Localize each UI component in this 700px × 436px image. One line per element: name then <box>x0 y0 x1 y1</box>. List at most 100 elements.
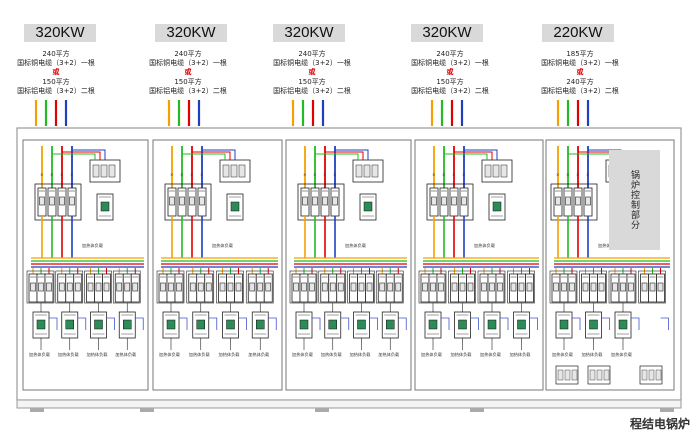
breaker-toggle <box>585 196 591 206</box>
load-label: 加热体负载 <box>159 351 181 358</box>
control-load-label: 加热体负载 <box>345 242 367 249</box>
panel-4: ××××加热体负载加热体负载加热体负载加热体负载加热体负载 <box>414 139 544 391</box>
load-label: 加热体负载 <box>378 351 400 358</box>
load-breaker-frame <box>84 270 112 304</box>
control-breaker-pole <box>92 164 100 178</box>
breaker-toggle <box>302 196 308 206</box>
breaker-toggle <box>197 282 204 292</box>
section-5-power: 220KW <box>542 24 614 42</box>
wire-cross: × <box>180 172 184 177</box>
breaker-toggle <box>467 282 474 292</box>
load-breaker-frame <box>448 270 476 304</box>
load-breaker-frame <box>608 270 637 304</box>
breaker-toggle <box>649 282 656 292</box>
control-wire <box>202 149 236 160</box>
breaker-toggle <box>39 196 45 206</box>
breaker-toggle <box>74 282 81 292</box>
load-breaker-frame <box>638 270 666 304</box>
breaker-toggle <box>132 282 139 292</box>
control-wire <box>62 151 101 160</box>
watermark: 程结电锅炉 <box>629 417 690 431</box>
breaker-toggle <box>30 282 36 292</box>
spec-line: 国标铝电缆（3+2）二根 <box>17 86 95 95</box>
breaker-toggle <box>189 196 195 206</box>
main-breaker-frame <box>426 183 474 221</box>
breaker-toggle <box>430 282 436 292</box>
load-label: 加热体负载 <box>451 351 473 358</box>
breaker-toggle <box>612 282 618 292</box>
breaker-toggle <box>526 282 533 292</box>
cabinet-foot <box>30 408 44 412</box>
contactor-indicator <box>36 319 46 330</box>
panel-1: ××××加热体负载加热体负载加热体负载加热体负载加热体负载 <box>22 139 149 391</box>
load-label: 加热体负载 <box>115 351 137 358</box>
load-label: 加热体负载 <box>292 351 314 358</box>
wire-cross: × <box>442 172 446 177</box>
aux-breaker-pole <box>557 369 564 381</box>
wire-cross: × <box>60 172 64 177</box>
breaker-toggle <box>350 282 357 292</box>
cabinet-foot <box>660 408 674 412</box>
cabinet-base <box>16 399 682 409</box>
breaker-toggle <box>575 196 581 206</box>
breaker-toggle <box>257 282 264 292</box>
control-loop <box>441 317 450 330</box>
control-wire <box>568 153 612 160</box>
breaker-toggle <box>641 282 648 292</box>
aux-breaker-pole <box>655 369 662 381</box>
breaker-toggle <box>219 282 226 292</box>
boiler-control-label: 锅炉控制部分 <box>629 170 639 230</box>
wire-cross: × <box>70 172 74 177</box>
aux-breaker-pole <box>596 369 603 381</box>
section-4-cable-spec: 240平方 国标铜电缆（3+2）一根 或 150平方 国标铝电缆（3+2）二根 <box>375 50 525 96</box>
contactor-indicator <box>100 201 110 212</box>
control-wire <box>182 153 226 160</box>
control-wire <box>325 151 364 160</box>
control-breaker-pole <box>238 164 246 178</box>
spec-line: 国标铜电缆（3+2）一根 <box>541 59 619 68</box>
control-load-label: 加热体负载 <box>82 242 104 249</box>
main-breaker-frame <box>164 183 212 221</box>
load-breaker-frame <box>579 270 607 304</box>
control-wire <box>72 149 106 160</box>
control-loop <box>49 317 58 330</box>
breaker-toggle <box>657 282 664 292</box>
spec-line: 240平方 <box>42 50 70 58</box>
load-label: 加热体负载 <box>248 351 270 358</box>
control-wire <box>52 153 96 160</box>
aux-breaker-pole <box>603 369 610 381</box>
load-breaker-frame <box>216 270 244 304</box>
breaker-toggle <box>459 282 466 292</box>
boiler-control-block: 锅炉控制部分 <box>609 150 660 250</box>
control-loop <box>470 317 479 330</box>
breaker-toggle <box>481 282 487 292</box>
load-label: 加热体负载 <box>321 351 343 358</box>
breaker-toggle <box>205 282 212 292</box>
breaker-toggle <box>160 282 166 292</box>
spec-or: 或 <box>52 68 60 77</box>
breaker-toggle <box>431 196 437 206</box>
aux-breaker-pole <box>648 369 655 381</box>
load-breaker-frame <box>156 270 185 304</box>
control-loop <box>179 317 188 330</box>
load-label: 加热体负载 <box>58 351 80 358</box>
cabinet-foot <box>315 408 329 412</box>
spec-line: 国标铜电缆（3+2）一根 <box>273 59 351 68</box>
wire-cross: × <box>313 172 317 177</box>
control-loop <box>631 317 640 330</box>
section-1-power: 320KW <box>24 24 96 42</box>
control-breaker-pole <box>500 164 508 178</box>
control-breaker-pole <box>492 164 500 178</box>
load-label: 加热体负载 <box>582 351 604 358</box>
breaker-toggle <box>628 282 634 292</box>
control-load-label: 加热体负载 <box>474 242 496 249</box>
breaker-toggle <box>95 282 102 292</box>
breaker-toggle <box>451 282 458 292</box>
load-breaker-frame <box>289 270 318 304</box>
contactor-indicator <box>559 319 569 330</box>
breaker-toggle <box>116 282 123 292</box>
wire-cross: × <box>432 172 436 177</box>
contactor-indicator <box>299 319 309 330</box>
wire-cross: × <box>462 172 466 177</box>
contactor-indicator <box>166 319 176 330</box>
